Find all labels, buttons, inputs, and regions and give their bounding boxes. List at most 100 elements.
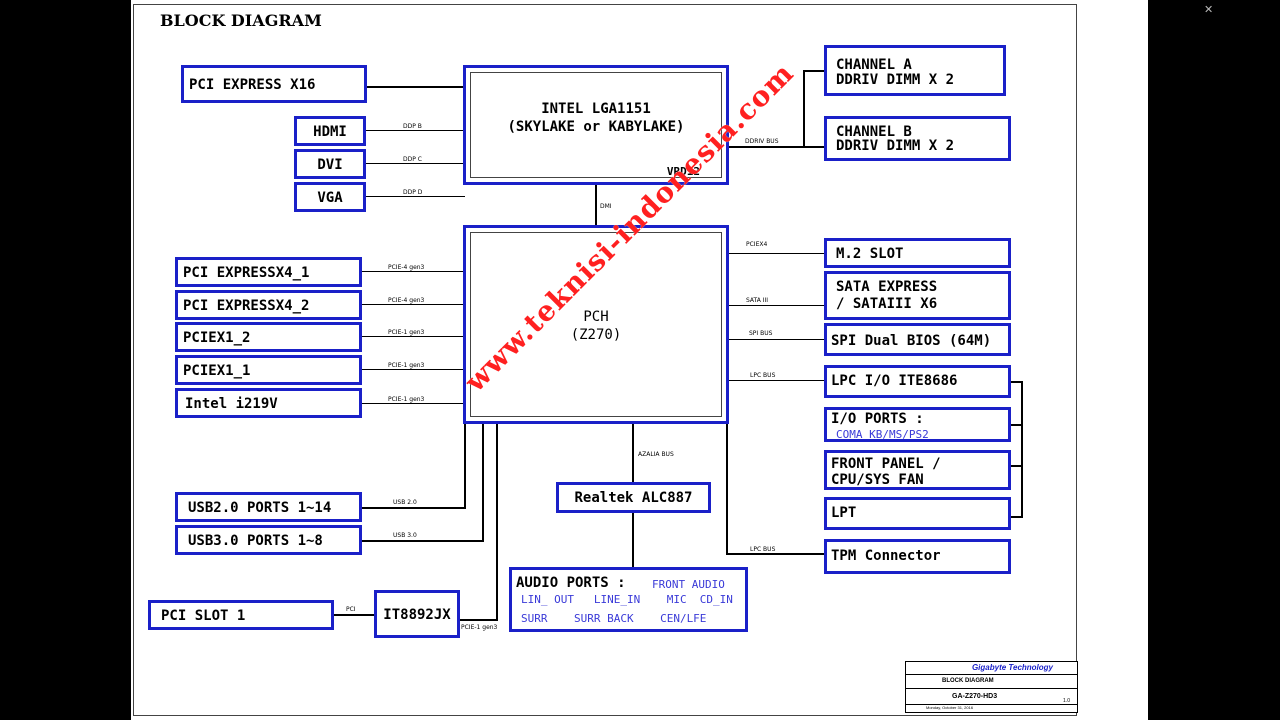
cpu-block[interactable]: INTEL LGA1151 (SKYLAKE or KABYLAKE) VRD1…	[463, 65, 729, 185]
wire-tpm-v	[726, 422, 728, 554]
wire-front-panel	[1008, 465, 1023, 467]
bus-label-sata: SATA III	[746, 297, 769, 304]
spi-bios-box[interactable]: SPI Dual BIOS (64M)	[824, 323, 1011, 356]
dimm-b-detail: DDRIV DIMM X 2	[836, 138, 955, 154]
dimm-a-detail: DDRIV DIMM X 2	[836, 72, 955, 88]
dvi-label: DVI	[317, 157, 343, 173]
hdmi-label: HDMI	[313, 124, 347, 140]
lpt-label: LPT	[831, 505, 857, 521]
front-panel-box[interactable]: FRONT PANEL / CPU/SYS FAN	[824, 450, 1011, 490]
page-title: BLOCK DIAGRAM	[160, 11, 322, 30]
wire-dmi	[595, 184, 597, 227]
bus-label-usb2: USB 2.0	[393, 499, 417, 506]
wire-azalia	[632, 422, 634, 484]
wire-it8892-v	[496, 422, 498, 620]
m2-slot-label: M.2 SLOT	[836, 246, 904, 262]
tpm-label: TPM Connector	[831, 548, 941, 564]
hdmi-box[interactable]: HDMI	[294, 116, 366, 146]
audio-row-3: SURR SURR BACK CEN/LFE	[521, 612, 707, 625]
pcie-x16-label: PCI EXPRESS X16	[189, 77, 316, 93]
pch-model: (Z270)	[570, 327, 622, 343]
title-block-rev: 1.0	[1063, 698, 1070, 704]
bus-label-pciex1-1: PCIE-1 gen3	[388, 362, 425, 369]
wire-it8892-h	[458, 619, 498, 621]
pch-block[interactable]: PCH (Z270)	[463, 225, 729, 424]
wire-spi	[726, 339, 826, 340]
usb2-box[interactable]: USB2.0 PORTS 1~14	[175, 492, 362, 522]
lpc-io-box[interactable]: LPC I/O ITE8686	[824, 365, 1011, 398]
sata-express-label: SATA EXPRESS	[836, 279, 938, 295]
wire-pcie-x16	[365, 86, 465, 88]
wire-io-ports	[1008, 424, 1023, 426]
bus-label-ddp-d: DDP D	[403, 189, 423, 196]
lpc-io-label: LPC I/O ITE8686	[831, 373, 958, 389]
audio-ports-box[interactable]: AUDIO PORTS : FRONT AUDIO LIN_ OUT LINE_…	[509, 567, 748, 632]
pcie-x16-box[interactable]: PCI EXPRESS X16	[181, 65, 367, 103]
bus-label-i219v: PCIE-1 gen3	[388, 396, 425, 403]
wire-pciex1-2	[360, 336, 466, 337]
wire-usb3-h	[360, 540, 484, 542]
bus-label-m2: PCIEX4	[746, 241, 768, 248]
lpt-box[interactable]: LPT	[824, 497, 1011, 530]
wire-i219v	[360, 403, 466, 404]
it8892jx-box[interactable]: IT8892JX	[374, 590, 460, 638]
wire-lpc-io-out	[1008, 381, 1023, 383]
dimm-channel-a-box[interactable]: CHANNEL A DDRIV DIMM X 2	[824, 45, 1006, 96]
dvi-box[interactable]: DVI	[294, 149, 366, 179]
realtek-alc887-box[interactable]: Realtek ALC887	[556, 482, 711, 513]
dimm-channel-b-box[interactable]: CHANNEL B DDRIV DIMM X 2	[824, 116, 1011, 161]
dimm-a-label: CHANNEL A	[836, 57, 912, 73]
audio-row-2: LIN_ OUT LINE_IN MIC CD_IN	[521, 593, 733, 606]
bus-label-pciex1-2: PCIE-1 gen3	[388, 329, 425, 336]
usb3-box[interactable]: USB3.0 PORTS 1~8	[175, 525, 362, 555]
front-panel-label: FRONT PANEL /	[831, 456, 941, 472]
m2-slot-box[interactable]: M.2 SLOT	[824, 238, 1011, 268]
title-block-model: GA-Z270-HD3	[952, 693, 998, 700]
dimm-b-label: CHANNEL B	[836, 124, 912, 140]
cpu-name: INTEL LGA1151	[541, 101, 651, 117]
wire-pcie4-1	[360, 271, 466, 272]
cpu-family: (SKYLAKE or KABYLAKE)	[507, 119, 685, 135]
pci-slot-label: PCI SLOT 1	[161, 608, 246, 624]
cpu-vrd: VRD12	[666, 165, 700, 178]
it8892jx-label: IT8892JX	[383, 607, 451, 623]
pciex1-2-box[interactable]: PCIEX1_2	[175, 322, 362, 352]
pcie-x4-2-box[interactable]: PCI EXPRESSX4_2	[175, 290, 362, 320]
wire-ddr-trunk	[803, 70, 805, 147]
wire-m2	[726, 253, 826, 254]
close-icon[interactable]: ✕	[1204, 3, 1214, 16]
fan-label: CPU/SYS FAN	[831, 472, 924, 488]
sataiii-label: / SATAIII X6	[836, 296, 938, 312]
intel-i219v-box[interactable]: Intel i219V	[175, 388, 362, 418]
wire-hdmi	[365, 130, 465, 131]
bus-label-ddp-c: DDP C	[403, 156, 422, 163]
wire-pcie4-2	[360, 304, 466, 305]
front-audio-label: FRONT AUDIO	[652, 578, 725, 591]
wire-usb2-v	[464, 422, 466, 508]
vga-box[interactable]: VGA	[294, 182, 366, 212]
io-ports-box[interactable]: I/O PORTS : COMA KB/MS/PS2	[824, 407, 1011, 442]
wire-dvi	[365, 163, 465, 164]
wire-usb3-v	[482, 422, 484, 541]
pcie-x4-2-label: PCI EXPRESSX4_2	[183, 298, 310, 314]
wire-usb2-h	[360, 507, 466, 509]
wire-sata	[726, 305, 826, 306]
company-name: Gigabyte Technology	[971, 663, 1053, 672]
bus-label-spi: SPI BUS	[749, 330, 773, 337]
bus-label-azalia: AZALIA BUS	[638, 451, 674, 458]
bus-label-usb3: USB 3.0	[393, 532, 417, 539]
wire-pciex1-1	[360, 369, 466, 370]
title-block: Gigabyte Technology BLOCK DIAGRAM GA-Z27…	[905, 661, 1078, 713]
wire-lpt	[1008, 516, 1023, 518]
pcie-x4-1-box[interactable]: PCI EXPRESSX4_1	[175, 257, 362, 287]
wire-lpc	[726, 380, 826, 381]
wire-lpc-io-trunk	[1021, 381, 1023, 518]
tpm-box[interactable]: TPM Connector	[824, 539, 1011, 574]
wire-vga	[365, 196, 465, 197]
pciex1-1-box[interactable]: PCIEX1_1	[175, 355, 362, 385]
sata-box[interactable]: SATA EXPRESS / SATAIII X6	[824, 271, 1011, 320]
pci-slot-box[interactable]: PCI SLOT 1	[148, 600, 334, 630]
wire-ddr-a	[803, 70, 827, 72]
pch-name: PCH	[583, 309, 609, 325]
usb3-label: USB3.0 PORTS 1~8	[188, 533, 323, 549]
